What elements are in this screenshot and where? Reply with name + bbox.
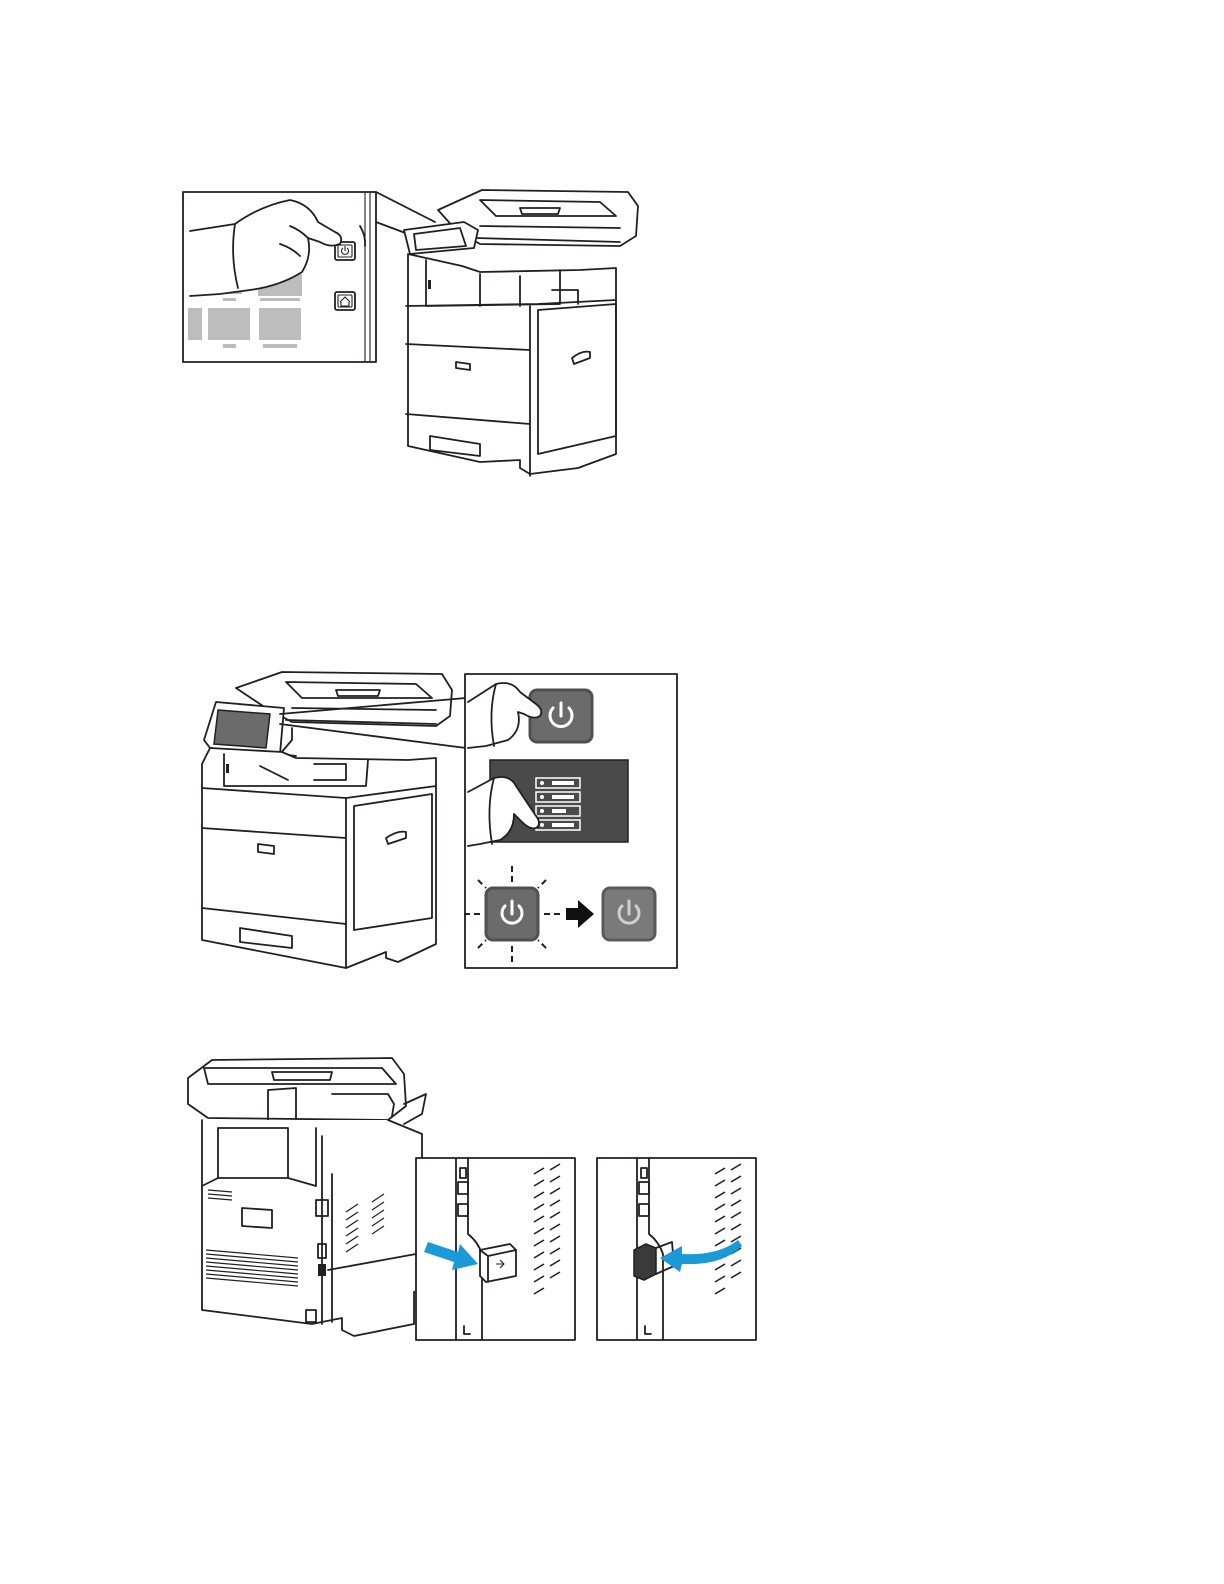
- power-down-callout: [464, 674, 677, 968]
- detail-remove-cover: [416, 1158, 575, 1340]
- printer-front-icon: [202, 672, 452, 968]
- power-button-blinking: [464, 866, 560, 962]
- power-button-off: [603, 888, 655, 940]
- figure-rear-power-cover: [182, 1054, 762, 1346]
- power-button-callout: [183, 192, 376, 362]
- power-menu-screen: [468, 760, 628, 846]
- figure-power-down-sequence: [196, 668, 682, 972]
- figure-press-power-button: [180, 186, 650, 478]
- home-icon: [335, 292, 355, 310]
- power-button-step-1: [468, 683, 592, 748]
- printer-front-icon: [404, 190, 638, 476]
- printer-rear-icon: [188, 1058, 426, 1336]
- detail-store-cover: [597, 1158, 756, 1340]
